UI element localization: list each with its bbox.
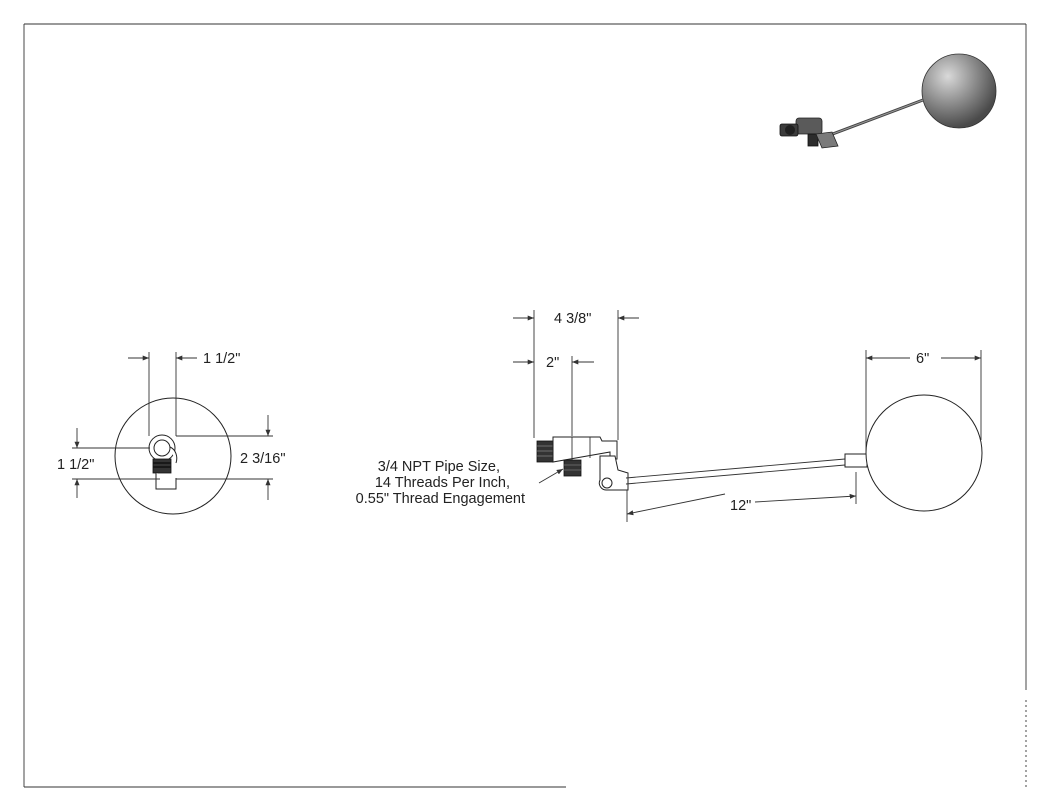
valve-body-shaded [795,117,823,135]
sheet-border [23,23,1027,788]
top-view-ball-outline [114,397,232,515]
dim-arm-length: 12" [730,498,751,514]
outlet-thread [563,459,582,477]
top-view: 1 1/2" 1 1/2" 2 3/16" [57,351,285,515]
float-ball-shaded [921,53,997,129]
dim-top-height-left: 1 1/2" [57,457,94,473]
ball-connector [844,453,868,468]
dim-inlet-offset: 2" [546,355,559,371]
note-line-2: 14 Threads Per Inch, [375,475,510,491]
inlet-thread [536,440,554,463]
dim-top-height-right: 2 3/16" [240,451,285,467]
thread-note: 3/4 NPT Pipe Size, 14 Threads Per Inch, … [356,459,525,507]
top-view-valve-ring-inner [153,439,171,457]
note-line-1: 3/4 NPT Pipe Size, [378,459,500,475]
dim-valve-length: 4 3/8" [554,311,591,327]
dim-ball-diameter: 6" [916,351,929,367]
isometric-thumbnail [779,53,997,149]
note-line-3: 0.55" Thread Engagement [356,491,525,507]
dim-top-width: 1 1/2" [203,351,240,367]
float-ball [865,394,983,512]
top-view-thread [152,458,172,474]
float-arm [625,458,846,479]
side-view: 4 3/8" 2" 6" 12" [513,310,983,522]
